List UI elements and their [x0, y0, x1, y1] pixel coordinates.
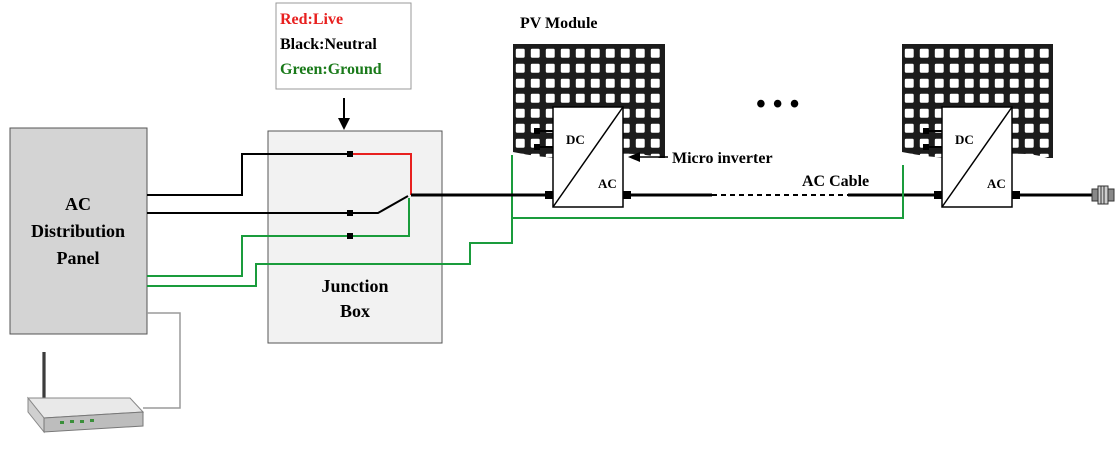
router-icon	[26, 312, 181, 434]
wires-panel-to-junction	[147, 153, 513, 287]
ac-cable-label: AC Cable	[802, 173, 869, 190]
pv-module-icon: PV Module	[513, 15, 665, 165]
inverter2-ac-label: AC	[987, 176, 1006, 191]
inverter1-dc-label: DC	[566, 132, 585, 147]
inverter1-ac-label: AC	[598, 176, 617, 191]
pv-module-label: PV Module	[520, 15, 597, 32]
more-modules-ellipsis: • • •	[756, 89, 799, 120]
legend-live: Red:Live	[280, 11, 343, 28]
legend-neutral: Black:Neutral	[280, 36, 377, 53]
ac-trunk-cable	[411, 155, 1092, 219]
panel-label-line3: Panel	[57, 248, 100, 268]
panel-label-line1: AC	[65, 194, 91, 214]
legend-arrow	[338, 98, 350, 130]
junction-internal-wiring	[347, 151, 412, 239]
panel-label-line2: Distribution	[31, 221, 125, 241]
micro-inverter-label: Micro inverter	[672, 150, 773, 167]
junction-label-line2: Box	[340, 301, 370, 321]
micro-inverter-icon: DC AC	[534, 106, 631, 208]
micro-inverter-icon: DC AC	[923, 106, 1020, 208]
inverter2-dc-label: DC	[955, 132, 974, 147]
micro-inverter-callout: Micro inverter	[628, 150, 773, 167]
ac-distribution-panel: AC Distribution Panel	[9, 127, 148, 335]
legend-ground: Green:Ground	[280, 61, 382, 78]
wire-color-legend: Red:Live Black:Neutral Green:Ground	[275, 2, 412, 90]
cable-end-connector-icon	[1091, 185, 1115, 205]
junction-label-line1: Junction	[321, 276, 388, 296]
